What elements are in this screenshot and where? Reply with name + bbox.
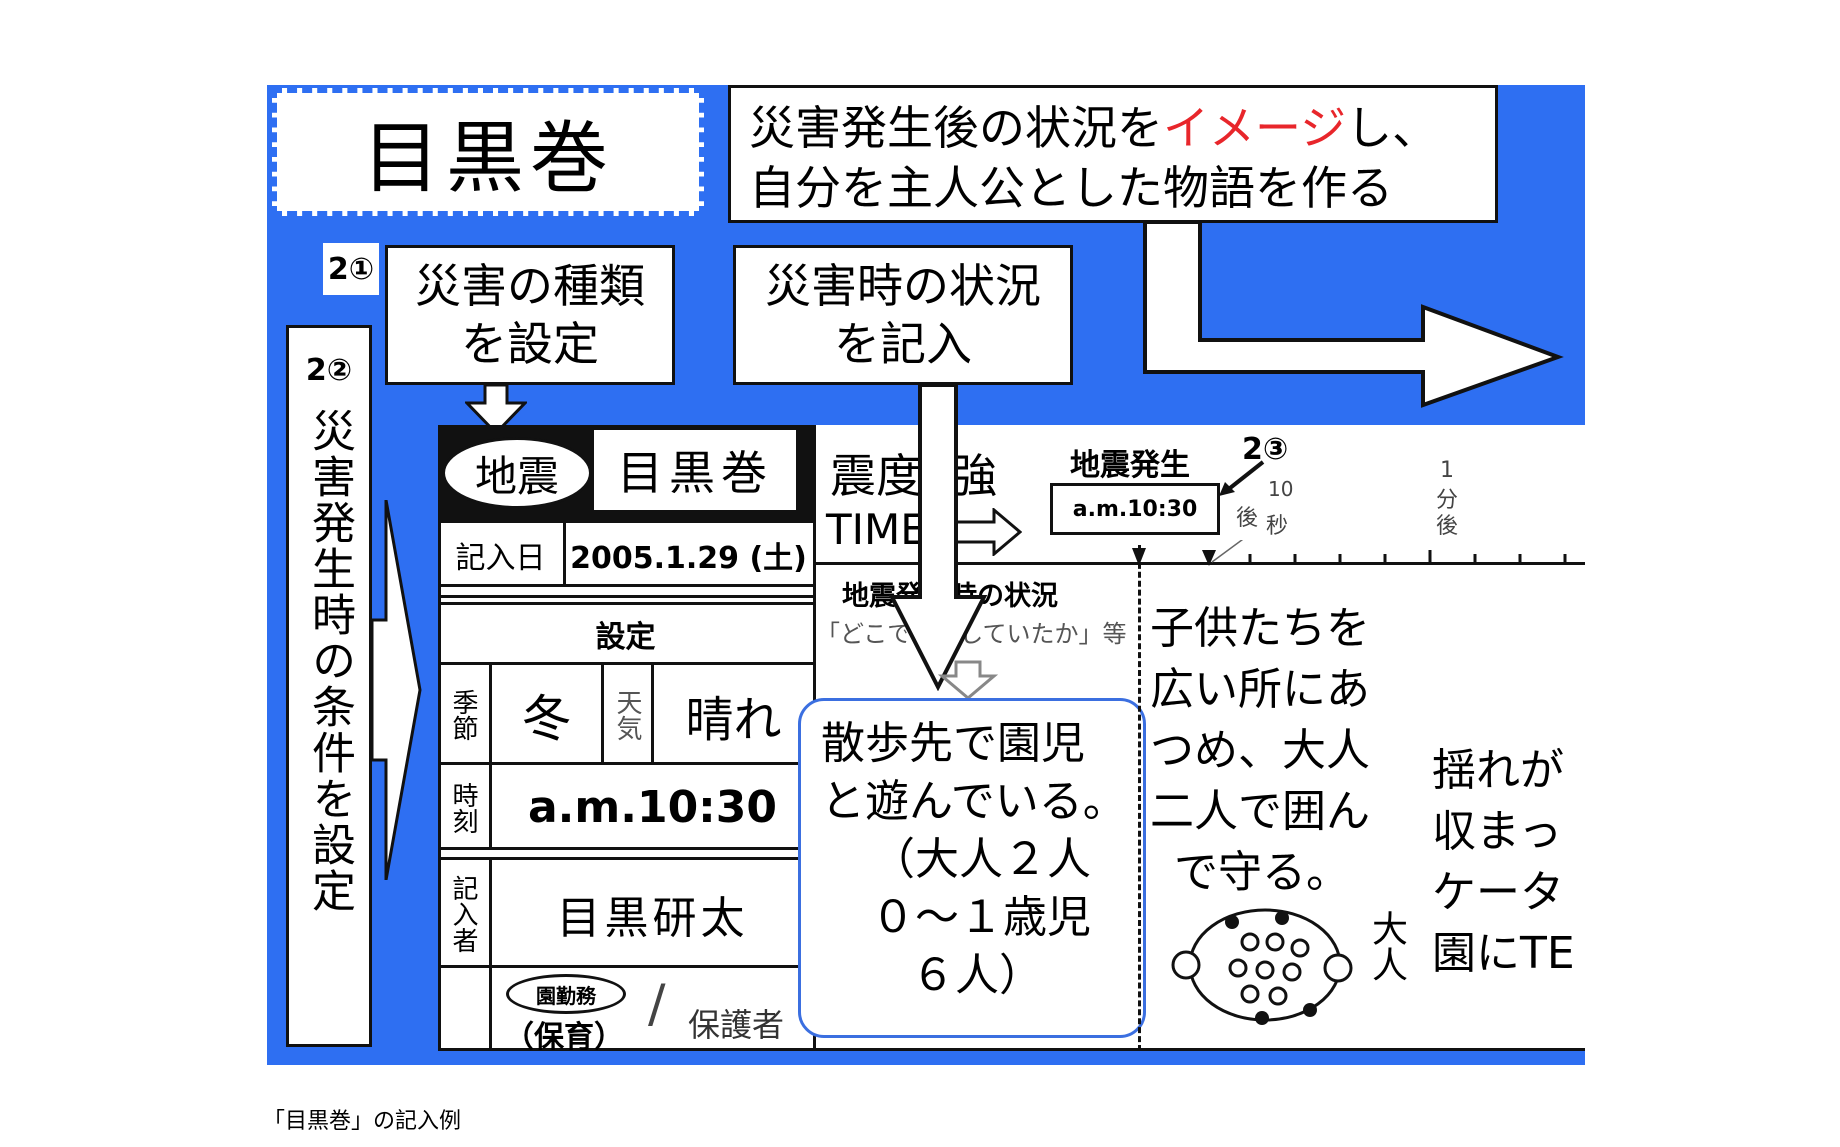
step-label-2: 2② [305, 352, 353, 388]
role-label-cell [438, 968, 492, 1051]
role-paren: （保育） [504, 1020, 624, 1055]
tick-10s-number: 10 [1268, 477, 1294, 501]
left-side-arrow [372, 500, 422, 880]
story2-line: 子供たちを [1150, 603, 1370, 654]
step-label-3: 2③ [1242, 432, 1289, 467]
story2-block: 子供たちを 広い所にあ つめ、大人 二人で囲ん で守る。 [1150, 598, 1370, 903]
adult-label: 大人 [1366, 910, 1407, 982]
story-line: （大人２人 [871, 834, 1091, 885]
disaster-type-line-1: 災害の種類 [415, 259, 645, 313]
big-down-arrow [888, 385, 988, 691]
down-arrow-small-icon [465, 385, 527, 435]
story-line: ０～１歳児 [871, 892, 1091, 943]
season-label: 季節 [438, 665, 492, 765]
time-row: 時刻 a.m.10:30 [438, 765, 813, 850]
story3-line: 収まっ [1432, 806, 1563, 857]
time-value: a.m.10:30 [527, 782, 778, 833]
story-line: ６人） [911, 950, 1043, 1001]
author-value: 目黒研太 [556, 893, 749, 944]
situation-line-2: を記入 [834, 317, 972, 371]
weather-value: 晴れ [685, 692, 782, 748]
role-guardian: 保護者 [688, 1006, 785, 1044]
divider-line [438, 595, 813, 598]
story3-line: 園にTE [1432, 928, 1575, 979]
scroll-name-box: 目黒巻 [594, 430, 796, 510]
story3-block: 揺れが 収まっ ケータ 園にTE [1432, 740, 1585, 984]
pointer-arrow-icon [1219, 460, 1265, 496]
big-bent-arrow [1143, 222, 1564, 408]
entry-date-value: 2005.1.29 (土) [570, 541, 807, 576]
left-condition-text: 災害発生時の条件を設定 [304, 408, 355, 914]
top-instruction-box: 災害発生後の状況をイメージし、 自分を主人公とした物語を作る [728, 85, 1498, 223]
story3-line: 揺れが [1432, 745, 1564, 796]
timeline-event: 地震発生 [1070, 448, 1190, 483]
down-arrow-hollow-icon [938, 660, 998, 700]
story2-line: つめ、大人 [1150, 725, 1370, 776]
timeline-dashed-marker [1138, 545, 1141, 1051]
setting-header: 設定 [438, 605, 813, 665]
tick-1min-after: 後 [1436, 514, 1459, 539]
timeline-line [813, 562, 1585, 565]
disaster-oval: 地震 [442, 437, 592, 509]
tick-10s-after: 後 [1236, 506, 1259, 531]
disaster-type-line-2: を設定 [461, 317, 599, 371]
story-line: 散歩先で園児 [821, 718, 1085, 769]
instruction-line-1: 災害発生後の状況をイメージし、 [749, 98, 1477, 158]
right-arrow-small-icon [950, 508, 1022, 556]
title-text: 目黒巻 [361, 114, 614, 204]
instruction-text-a: 災害発生後の状況を [749, 101, 1163, 155]
time-label-middle: TIME [826, 505, 927, 554]
author-label: 記入者 [438, 860, 492, 968]
entry-date-label: 記入日 [438, 523, 566, 587]
instruction-line-2: 自分を主人公とした物語を作る [749, 161, 1393, 215]
tick-1min-unit: 分 [1436, 488, 1459, 513]
story-box: 散歩先で園児 と遊んでいる。 （大人２人 ０～１歳児 ６人） [798, 698, 1146, 1038]
weather-label: 天気 [604, 665, 654, 765]
story2-line: 広い所にあ [1150, 664, 1370, 715]
season-value: 冬 [492, 665, 604, 765]
tick-10s-unit: 秒 [1266, 514, 1289, 539]
divider-line [438, 602, 813, 605]
divider-line [438, 857, 813, 860]
group-circle-diagram [1171, 908, 1353, 1025]
intensity-text: 震度6強 [830, 449, 998, 503]
role-circled: 園勤務 [506, 974, 626, 1014]
story2-line: で守る。 [1174, 847, 1350, 898]
title-box: 目黒巻 [272, 88, 704, 216]
season-weather-row: 季節 冬 天気 晴れ [438, 665, 813, 765]
entry-date-row: 記入日 2005.1.29 (土) [438, 523, 813, 587]
story3-line: ケータ [1432, 867, 1564, 918]
disaster-type-box: 災害の種類 を設定 [385, 245, 675, 385]
role-row: 園勤務 （保育） / 保護者 [438, 968, 813, 1055]
instruction-highlight: イメージ [1163, 101, 1347, 155]
timeline-ticks [1132, 540, 1567, 566]
story-line: と遊んでいる。 [821, 776, 1127, 827]
story2-line: 二人で囲ん [1150, 786, 1370, 837]
tick-1min-number: 1 [1440, 458, 1454, 483]
left-condition-box: 2② 災害発生時の条件を設定 [286, 325, 372, 1047]
instruction-text-b: し、 [1346, 101, 1439, 155]
role-slash: / [648, 974, 666, 1034]
time-label: 時刻 [438, 765, 492, 850]
step-label-1: 2① [323, 243, 379, 295]
figure-caption: 「目黒巻」の記入例 [263, 1108, 462, 1133]
situation-box: 災害時の状況 を記入 [733, 245, 1073, 385]
timeline-time-box: a.m.10:30 [1050, 483, 1220, 535]
situation-line-1: 災害時の状況 [765, 259, 1041, 313]
author-row: 記入者 目黒研太 [438, 860, 813, 968]
